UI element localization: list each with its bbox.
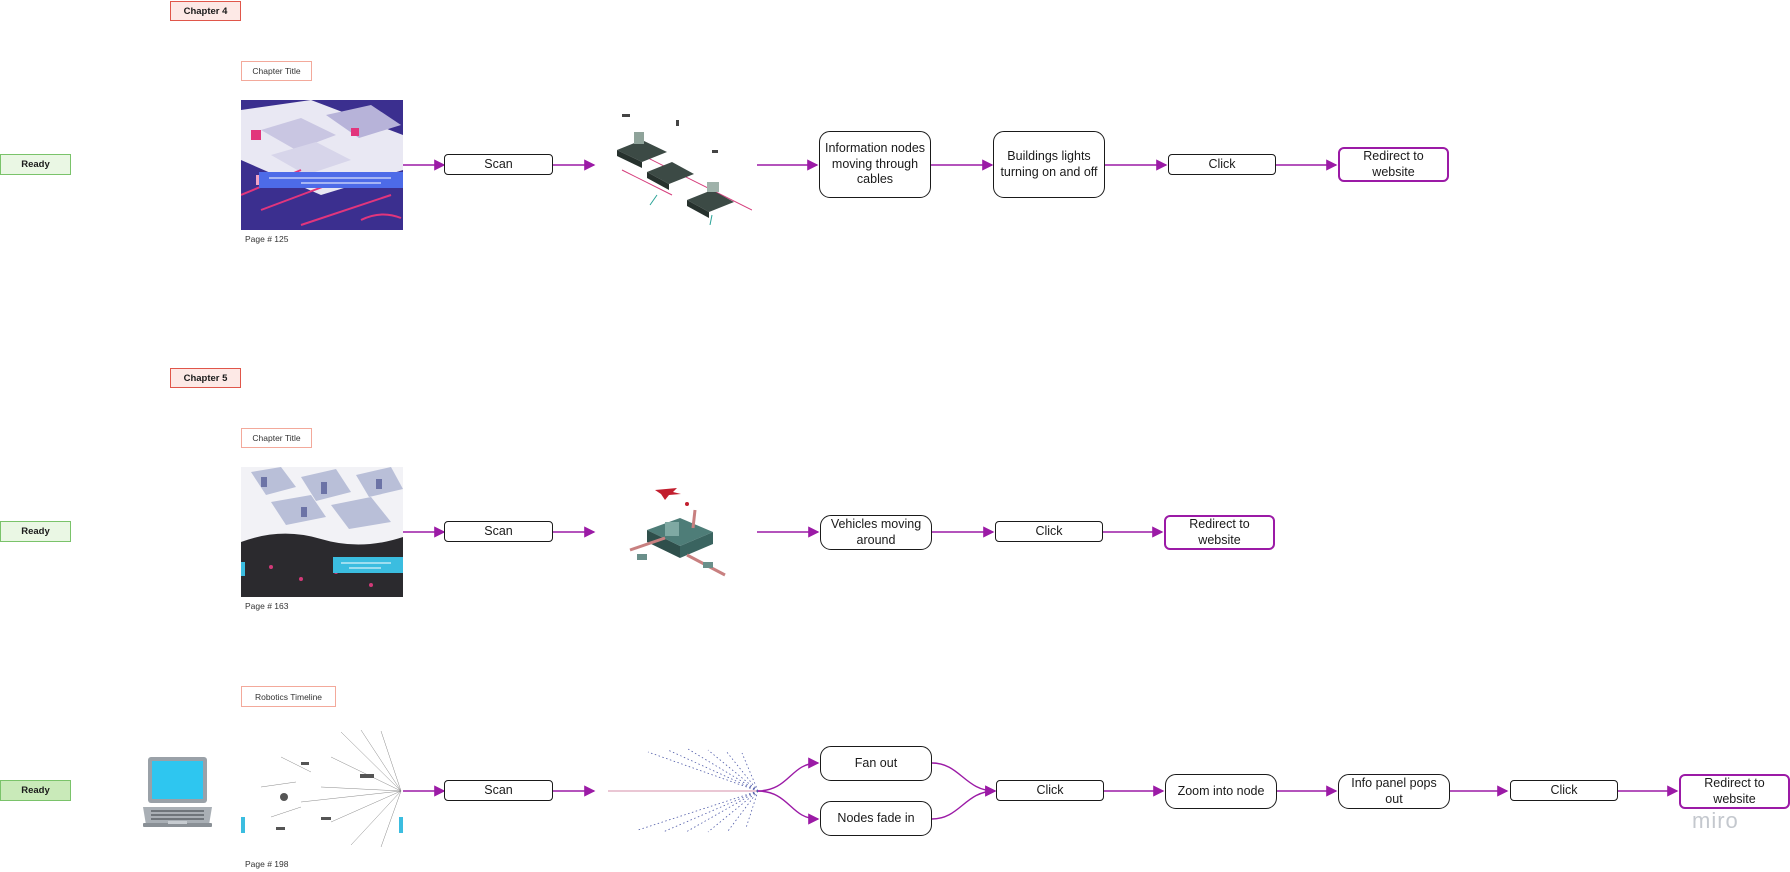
chapter-5-status-badge: Ready xyxy=(0,521,71,542)
chapter-5-scan-step: Scan xyxy=(444,521,553,542)
chapter-4-click-step: Click xyxy=(1168,154,1276,175)
chapter-4-building-lights-step: Buildings lights turning on and off xyxy=(993,131,1105,198)
timeline-page-label: Page # 198 xyxy=(245,859,289,869)
chapter-4-information-nodes-step: Information nodes moving through cables xyxy=(819,131,931,198)
chapter-4-page-label: Page # 125 xyxy=(245,234,289,244)
laptop-icon xyxy=(141,755,214,828)
timeline-page-thumbnail xyxy=(241,727,403,849)
timeline-title: Robotics Timeline xyxy=(241,686,336,707)
timeline-fan-out-step: Fan out xyxy=(820,746,932,781)
timeline-status-badge: Ready xyxy=(0,780,71,801)
chapter-4-page-thumbnail xyxy=(240,100,403,230)
chapter-5-badge: Chapter 5 xyxy=(170,368,241,388)
chapter-5-redirect-step: Redirect to website xyxy=(1164,515,1275,550)
chapter-5-title: Chapter Title xyxy=(241,428,312,448)
chapter-4-status-badge: Ready xyxy=(0,154,71,175)
timeline-zoom-step: Zoom into node xyxy=(1165,774,1277,809)
miro-watermark: miro xyxy=(1692,808,1739,833)
chapter-4-title: Chapter Title xyxy=(241,61,312,81)
timeline-animation-preview xyxy=(608,748,759,833)
chapter-4-scan-step: Scan xyxy=(444,154,553,175)
timeline-info-panel-step: Info panel pops out xyxy=(1338,774,1450,809)
timeline-second-click-step: Click xyxy=(1510,780,1618,801)
timeline-scan-step: Scan xyxy=(444,780,553,801)
timeline-click-step: Click xyxy=(996,780,1104,801)
chapter-5-page-label: Page # 163 xyxy=(245,601,289,611)
chapter-4-redirect-step: Redirect to website xyxy=(1338,147,1449,182)
chapter-5-click-step: Click xyxy=(995,521,1103,542)
chapter-5-animation-preview xyxy=(625,480,735,585)
chapter-5-page-thumbnail xyxy=(241,467,403,597)
chapter-4-badge: Chapter 4 xyxy=(170,1,241,21)
chapter-5-vehicles-step: Vehicles moving around xyxy=(820,515,932,550)
chapter-4-animation-preview xyxy=(612,110,753,226)
timeline-redirect-step: Redirect to website xyxy=(1679,774,1790,809)
timeline-nodes-fade-in-step: Nodes fade in xyxy=(820,801,932,836)
